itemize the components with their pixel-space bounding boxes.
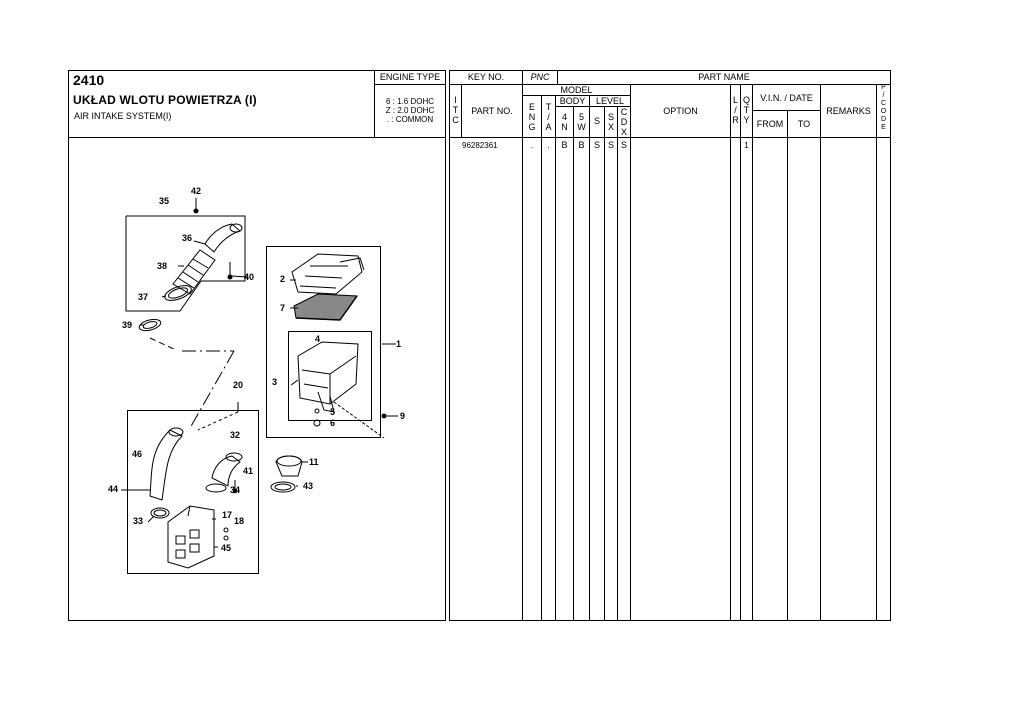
body-4n-cell: B (561, 140, 568, 150)
part-name-header: PART NAME (698, 72, 750, 82)
callout-41: 41 (243, 466, 254, 476)
part-no-cell: 96282361 (462, 141, 498, 150)
callout-11: 11 (309, 457, 319, 467)
level-s-header: S (593, 116, 600, 126)
level-s-cell: S (593, 140, 600, 150)
callout-46: 46 (132, 449, 143, 459)
lr-header: L/R (732, 95, 739, 125)
section-title-en: AIR INTAKE SYSTEM(I) (74, 111, 172, 121)
callout-38: 38 (157, 261, 168, 271)
ta-cell: . (547, 141, 550, 150)
ta-header: T/A (545, 102, 552, 132)
callout-36: 36 (182, 233, 193, 243)
from-header: FROM (756, 119, 784, 129)
callout-34: 34 (230, 485, 241, 495)
eng-cell: . (530, 141, 534, 150)
callout-9: 9 (400, 411, 406, 421)
engine-type-common: . : COMMON (386, 115, 434, 124)
remarks-header: REMARKS (826, 106, 871, 116)
callout-20: 20 (233, 380, 244, 390)
callout-7: 7 (280, 303, 286, 313)
callout-18: 18 (234, 516, 245, 526)
pnc-header: PNC (530, 72, 550, 82)
callout-44: 44 (108, 484, 119, 494)
callout-42: 42 (191, 186, 202, 196)
callout-45: 45 (221, 543, 232, 553)
callout-32: 32 (230, 430, 241, 440)
callout-4: 4 (315, 334, 321, 344)
engine-type-label: ENGINE TYPE (379, 72, 441, 82)
body-header: BODY (559, 96, 586, 106)
callout-39: 39 (122, 320, 133, 330)
callout-43: 43 (303, 481, 314, 491)
section-code: 2410 (73, 72, 105, 88)
level-header: LEVEL (595, 96, 625, 106)
callout-17: 17 (222, 510, 233, 520)
section-title-pl: UKŁAD WLOTU POWIETRZA (I) (73, 93, 257, 107)
level-sx-cell: S (607, 140, 614, 150)
parts-diagram (121, 198, 398, 574)
level-cdx-cell: S (620, 140, 627, 150)
qty-cell: 1 (744, 141, 749, 150)
callout-3: 3 (272, 377, 278, 387)
part-no-header: PART NO. (471, 106, 513, 116)
key-no-header: KEY NO. (467, 72, 505, 82)
model-header: MODEL (560, 85, 593, 95)
option-header: OPTION (663, 106, 698, 116)
callout-40: 40 (244, 272, 255, 282)
body-5w-cell: B (578, 140, 585, 150)
callout-33: 33 (133, 516, 144, 526)
callout-2: 2 (280, 274, 286, 284)
callout-6: 6 (330, 418, 336, 428)
engine-type-6: 6 : 1.6 DOHC (385, 97, 434, 106)
vin-date-header: V.I.N. / DATE (760, 93, 813, 103)
callout-35: 35 (159, 196, 170, 206)
callout-5: 5 (330, 407, 336, 417)
to-header: TO (797, 119, 811, 129)
engine-type-z: Z : 2.0 DOHC (385, 106, 435, 115)
callout-1: 1 (396, 339, 402, 349)
callout-37: 37 (138, 292, 149, 302)
